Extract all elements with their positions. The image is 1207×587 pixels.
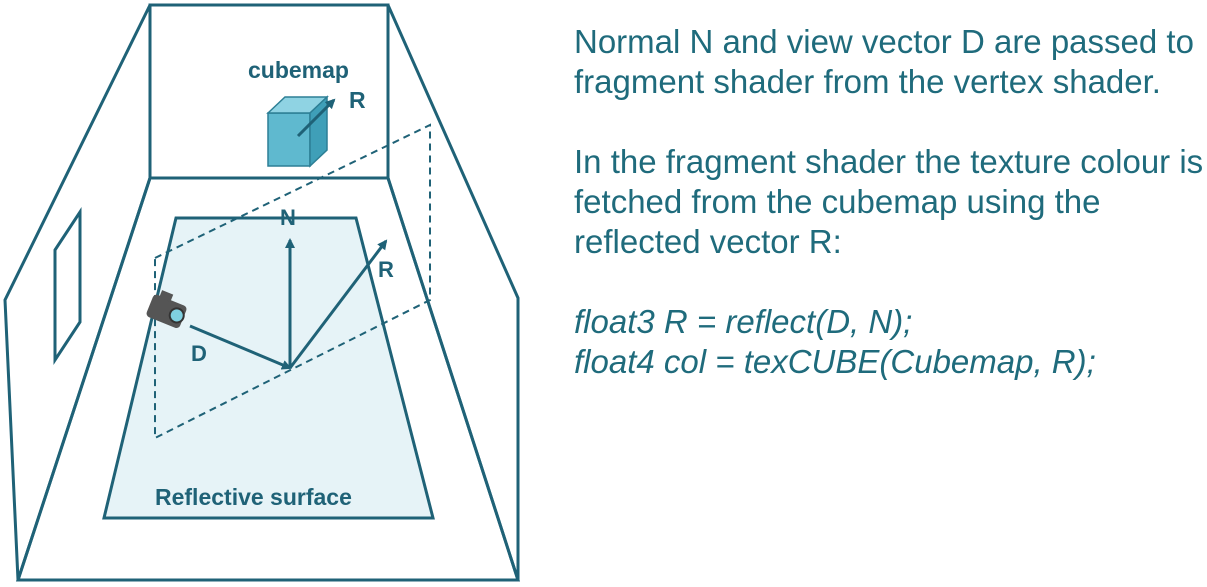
room-floor-edge xyxy=(15,177,521,582)
reflection-diagram: cubemap R N R D Reflective surface xyxy=(3,3,521,582)
explanation-text: Normal N and view vector D are passed to… xyxy=(574,22,1204,382)
cube-icon xyxy=(266,95,329,168)
cube-r-label: R xyxy=(349,87,366,113)
reflected-label: R xyxy=(378,257,394,282)
explanation-paragraph-1: Normal N and view vector D are passed to… xyxy=(574,23,1194,100)
reflected-vector-r xyxy=(288,239,388,369)
cube-reflection-arrow xyxy=(296,98,336,138)
tangent-plane xyxy=(154,123,431,440)
wall-window xyxy=(53,206,82,366)
explanation-paragraph-2: In the fragment shader the texture colou… xyxy=(574,143,1204,260)
view-vector-d xyxy=(189,324,292,370)
view-label: D xyxy=(191,341,207,366)
normal-label: N xyxy=(280,205,296,230)
code-line-1: float3 R = reflect(D, N); xyxy=(574,303,913,340)
surface-label: Reflective surface xyxy=(155,484,352,510)
camera-icon xyxy=(146,290,187,328)
reflective-surface xyxy=(102,216,435,520)
cubemap-label: cubemap xyxy=(248,57,349,83)
code-line-2: float4 col = texCUBE(Cubemap, R); xyxy=(574,343,1096,380)
